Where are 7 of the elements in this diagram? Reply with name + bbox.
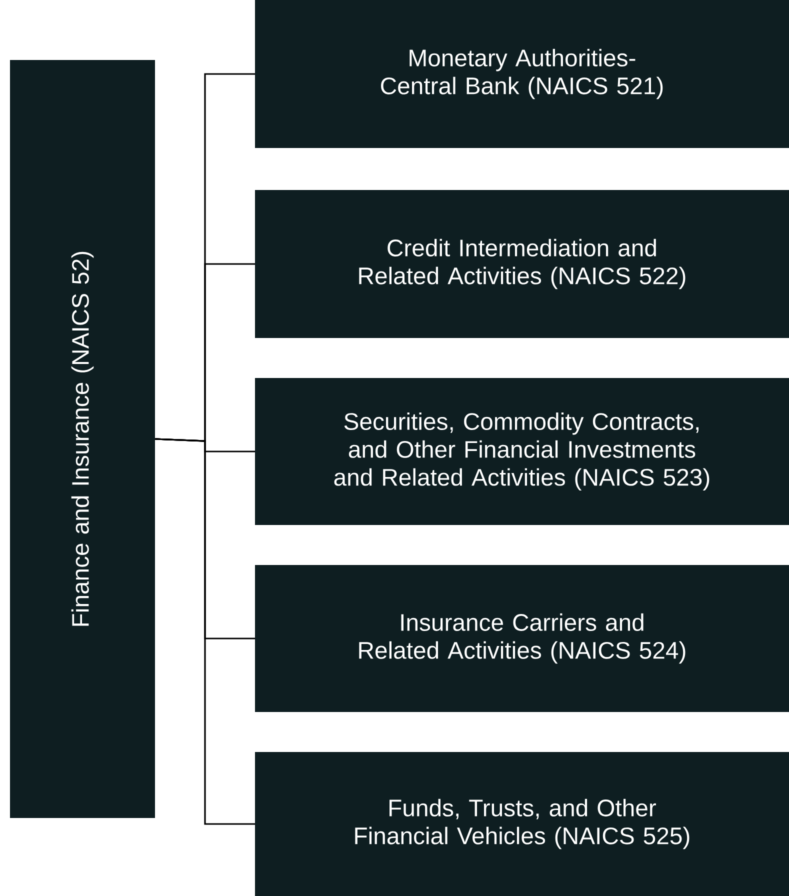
subcategory-box: Funds, Trusts, and Other Financial Vehicles (NAICS 525) <box>255 752 789 896</box>
subcategory-box: Credit Intermediation and Related Activities (NAICS 522) <box>255 190 789 338</box>
subcategory-box: Securities, Commodity Contracts, and Other Financial Investments and Related Activities (NAICS 523) <box>255 378 789 525</box>
subcategory-box: Insurance Carriers and Related Activities (NAICS 524) <box>255 565 789 712</box>
subcategory-box: Monetary Authorities-Central Bank (NAICS 521) <box>255 0 789 148</box>
category-box: Finance and Insurance (NAICS 52) <box>10 60 155 818</box>
connector-line <box>155 438 255 825</box>
